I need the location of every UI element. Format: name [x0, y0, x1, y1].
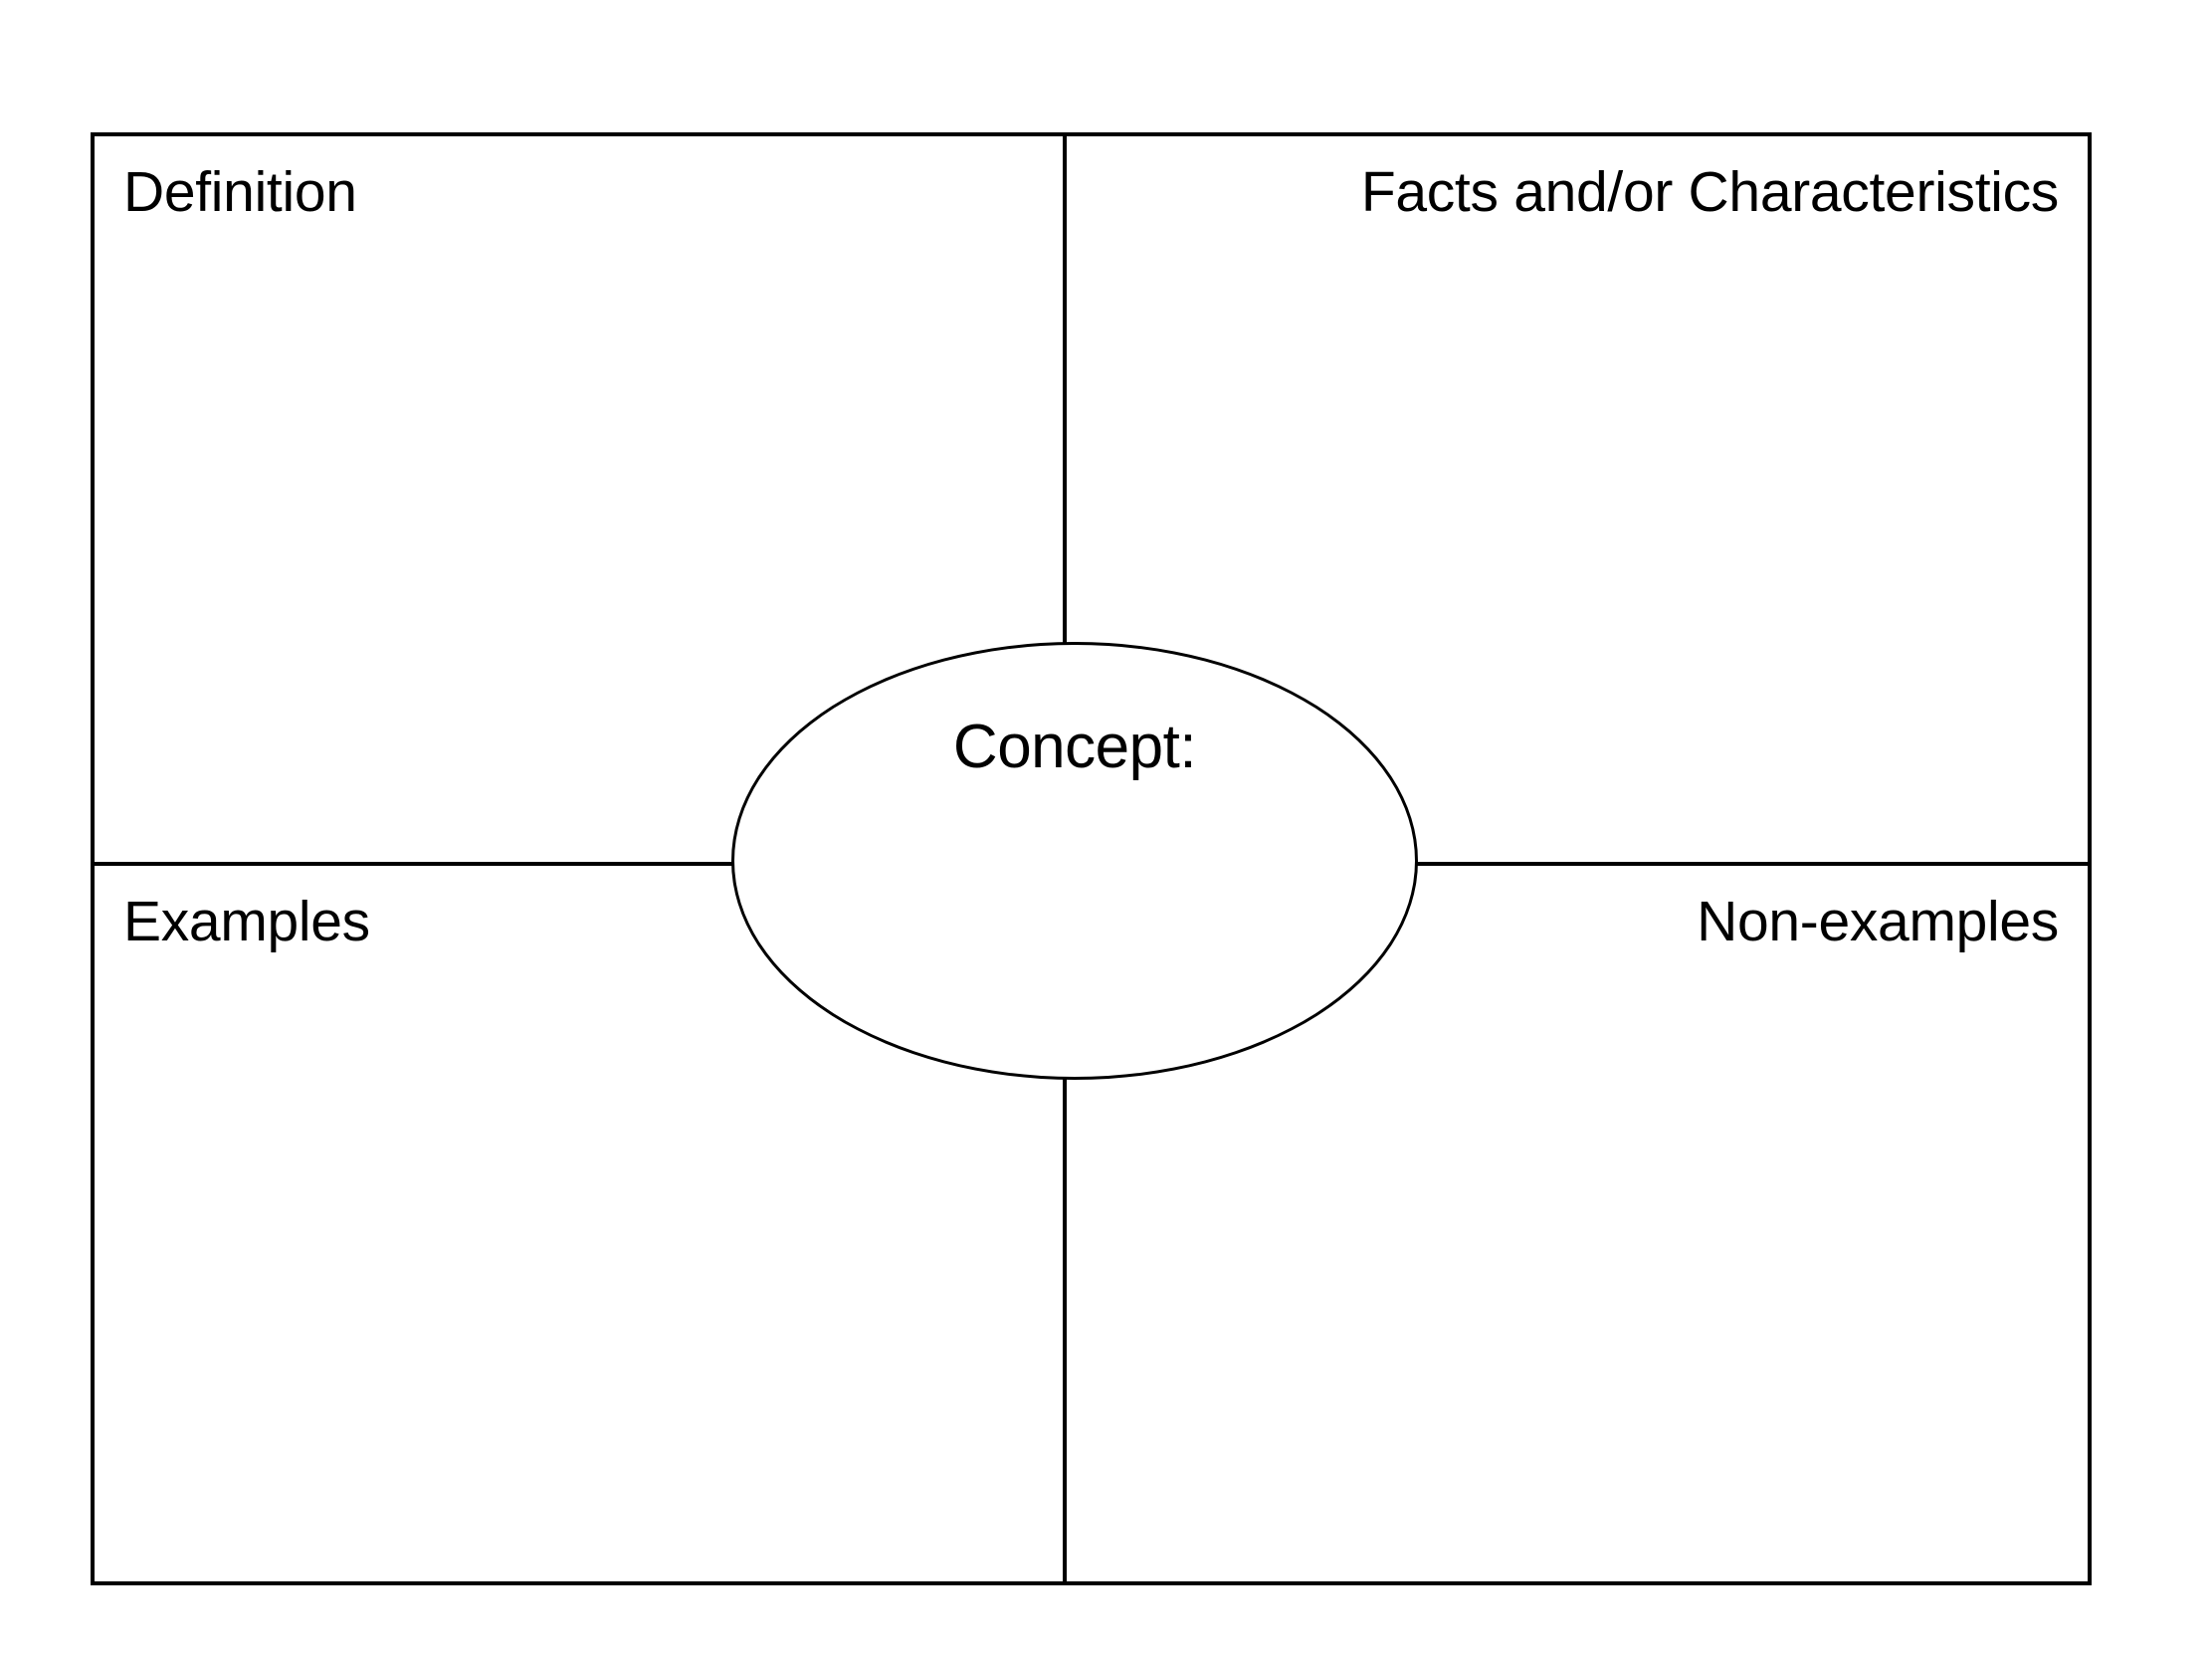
quadrant-non-examples[interactable]: Non-examples — [1067, 866, 2088, 1581]
concept-label: Concept: — [952, 713, 1197, 781]
concept-ellipse[interactable]: Concept: — [731, 642, 1418, 1080]
quadrant-definition[interactable]: Definition — [95, 136, 1063, 862]
quadrant-label-facts-and-characteristics: Facts and/or Characteristics — [1360, 160, 2059, 224]
quadrant-label-examples: Examples — [123, 890, 370, 953]
quadrant-label-definition: Definition — [123, 160, 357, 224]
quadrant-label-non-examples: Non-examples — [1697, 890, 2059, 953]
quadrant-facts-and-characteristics[interactable]: Facts and/or Characteristics — [1067, 136, 2088, 862]
quadrant-examples[interactable]: Examples — [95, 866, 1063, 1581]
